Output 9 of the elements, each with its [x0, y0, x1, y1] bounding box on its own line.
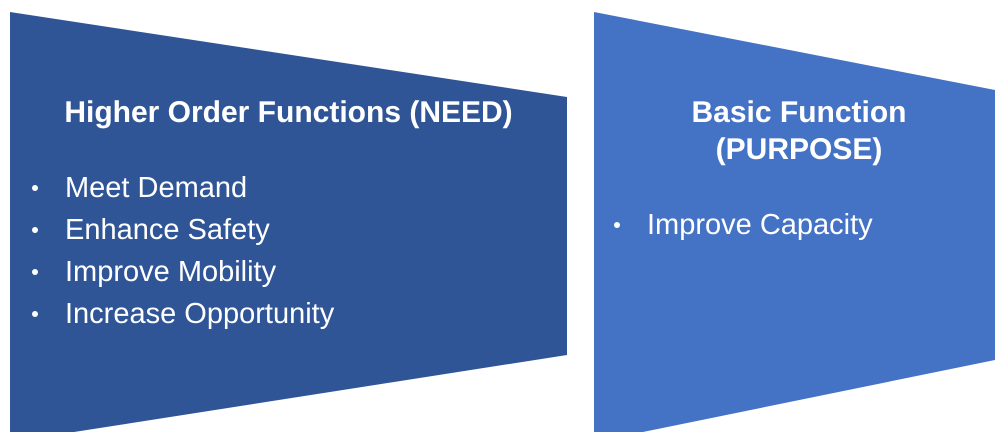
- panel-heading: Basic Function (PURPOSE): [690, 95, 908, 168]
- bullet-item: Meet Demand: [30, 167, 334, 209]
- panel-heading: Higher Order Functions (NEED): [63, 95, 514, 131]
- chevron-panel: [594, 12, 995, 432]
- chevron-panel: [10, 12, 567, 432]
- bullet-item: Improve Mobility: [30, 251, 334, 293]
- bullet-item: Increase Opportunity: [30, 293, 334, 335]
- bullet-item: Improve Capacity: [612, 204, 873, 246]
- bullet-item: Enhance Safety: [30, 209, 334, 251]
